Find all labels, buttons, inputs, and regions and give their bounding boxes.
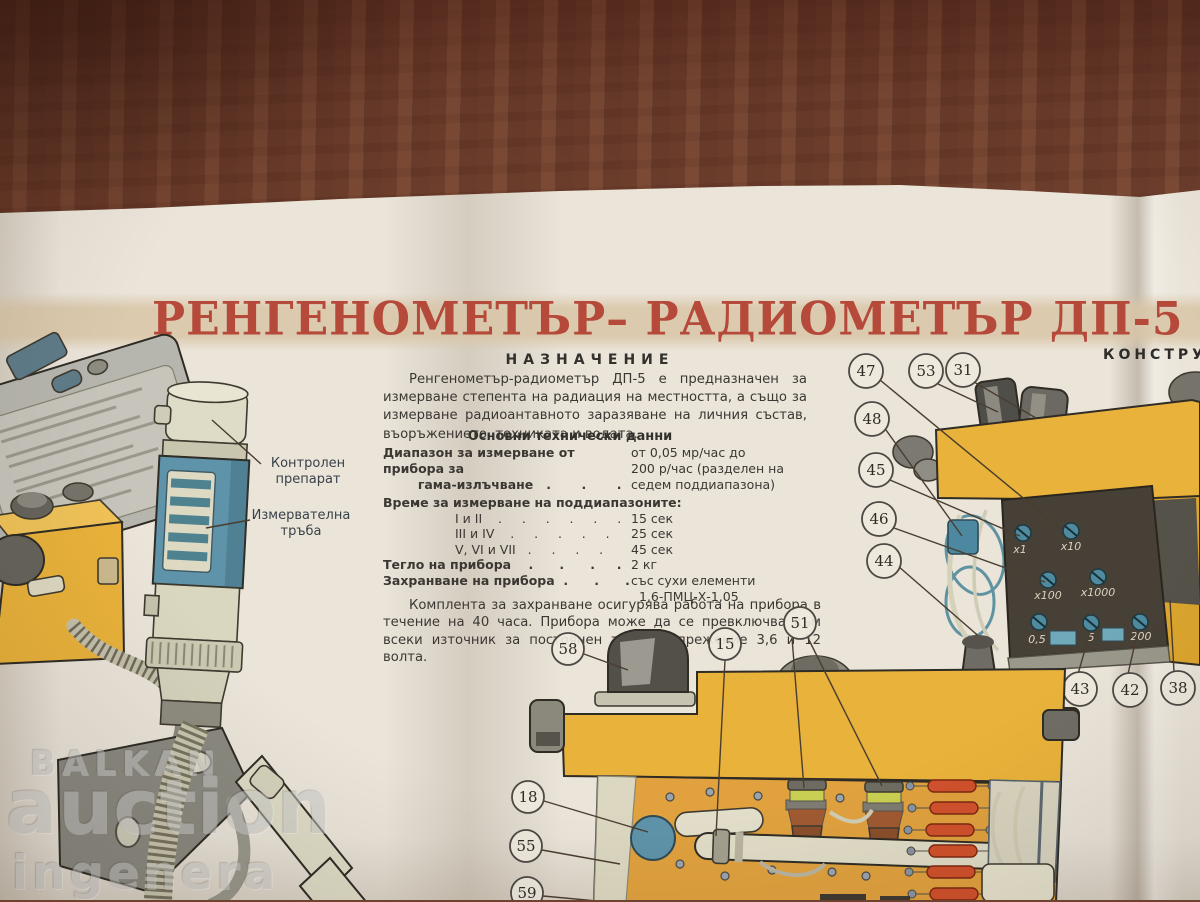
svg-text:15: 15 xyxy=(715,635,734,653)
construction-heading-partial: КОНСТРУ xyxy=(1103,347,1200,363)
callout-46: 46 xyxy=(861,501,897,537)
resistor-column xyxy=(903,779,999,900)
blue-module xyxy=(947,519,979,555)
side-connector xyxy=(529,699,565,753)
watermark-line-1: BALKAN xyxy=(30,744,222,784)
leader-line xyxy=(211,419,262,465)
purpose-paragraph: Ренгенометър-радиометър ДП-5 е предназна… xyxy=(383,372,807,442)
spec-row-sub2: III и IV . . . . . 25 сек xyxy=(455,526,673,541)
panel-screws xyxy=(1014,522,1149,632)
multiplier-panel: х1 х10 х100 х1000 0,5 5 200 xyxy=(1000,484,1171,673)
spec-row-time-heading: Време за измерване на поддиапазоните: xyxy=(383,495,682,510)
circuit-board xyxy=(592,774,1063,900)
tech-data-heading: Основни технически данни xyxy=(467,429,673,444)
cable-and-bracket xyxy=(56,720,426,900)
panel-label-x1: х1 xyxy=(1012,543,1027,556)
label-measuring-tube: Измервателна тръба xyxy=(251,508,351,540)
panel-label-x100: х100 xyxy=(1033,589,1062,602)
spec-row-power: Захранване на прибора . . . със сухи еле… xyxy=(383,572,756,604)
output-connector xyxy=(1042,709,1080,741)
callout-48: 48 xyxy=(854,401,890,437)
leader-lines xyxy=(879,379,1175,675)
callout-31: 31 xyxy=(945,352,981,388)
callout-47: 47 xyxy=(848,353,884,389)
watermark-line-3: ingenera xyxy=(12,846,280,901)
top-plate xyxy=(934,398,1200,502)
range-label-05: 0,5 xyxy=(1028,633,1046,646)
callout-51: 51 xyxy=(783,606,817,640)
range-window xyxy=(1049,630,1077,646)
callout-18: 18 xyxy=(511,780,545,814)
svg-text:43: 43 xyxy=(1070,680,1089,698)
svg-text:46: 46 xyxy=(869,510,888,528)
callout-59: 59 xyxy=(510,876,544,902)
range-window xyxy=(1101,627,1125,642)
kit-illustration xyxy=(0,331,426,900)
leader-line xyxy=(205,519,251,529)
panel-label-x10: х10 xyxy=(1060,540,1082,553)
svg-text:31: 31 xyxy=(953,361,972,379)
box-connector xyxy=(97,557,119,585)
grey-hose xyxy=(206,796,251,900)
label-control-sample: Контролен препарат xyxy=(270,456,346,488)
svg-text:45: 45 xyxy=(866,461,885,479)
svg-text:42: 42 xyxy=(1120,681,1139,699)
construction-illustration: х1 х10 х100 х1000 0,5 5 200 47 53 31 48 … xyxy=(848,352,1200,739)
box-knob xyxy=(0,534,45,586)
poster-title: РЕНГЕНОМЕТЪР– РАДИОМЕТЪР ДП-5 xyxy=(152,292,1184,346)
callout-45: 45 xyxy=(858,452,894,488)
svg-text:48: 48 xyxy=(862,410,881,428)
lid-latch xyxy=(6,331,83,394)
wire-coil xyxy=(987,779,1061,883)
box-latch xyxy=(26,574,66,598)
watermark-line-2: auction xyxy=(6,762,333,851)
callout-58: 58 xyxy=(551,632,585,666)
spec-row-range: Диапазон за измерване от прибора за гама… xyxy=(383,445,784,508)
callout-38: 38 xyxy=(1160,670,1196,706)
measuring-tube xyxy=(143,381,251,729)
svg-text:51: 51 xyxy=(790,614,809,632)
extension-tube-2 xyxy=(298,856,426,900)
callout-15: 15 xyxy=(708,627,742,661)
range-label-200: 200 xyxy=(1131,630,1152,643)
side-knob xyxy=(892,435,943,482)
leader-lines xyxy=(541,637,883,900)
title-stripe xyxy=(0,293,1200,351)
spec-row-sub1: I и II . . . . . . 15 сек xyxy=(455,510,673,526)
svg-text:18: 18 xyxy=(518,788,537,806)
chassis-front-panel xyxy=(560,667,1067,784)
spec-row-sub3: V, VI и VII . . . . 45 сек xyxy=(455,541,673,557)
panel-label-x1000: х1000 xyxy=(1080,586,1116,599)
spec-row-weight: Тегло на прибора . . . . 2 кг xyxy=(383,557,658,572)
range-label-5: 5 xyxy=(1088,631,1095,644)
tech-data-table: Диапазон за измерване от прибора за гама… xyxy=(383,445,813,604)
callout-42: 42 xyxy=(1112,672,1148,708)
chassis-illustration: 58 15 51 18 55 59 xyxy=(509,606,1080,900)
svg-text:38: 38 xyxy=(1168,679,1187,697)
svg-text:44: 44 xyxy=(874,552,893,570)
svg-text:55: 55 xyxy=(516,837,535,855)
callout-44: 44 xyxy=(866,543,902,579)
svg-text:53: 53 xyxy=(916,362,935,380)
svg-text:58: 58 xyxy=(558,640,577,658)
blue-capacitor xyxy=(630,815,676,861)
bottom-module xyxy=(981,863,1055,900)
svg-text:47: 47 xyxy=(856,362,875,380)
svg-text:59: 59 xyxy=(517,884,536,902)
callout-53: 53 xyxy=(908,353,944,389)
purpose-heading: НАЗНАЧЕНИЕ xyxy=(505,352,675,368)
callout-55: 55 xyxy=(509,829,543,863)
